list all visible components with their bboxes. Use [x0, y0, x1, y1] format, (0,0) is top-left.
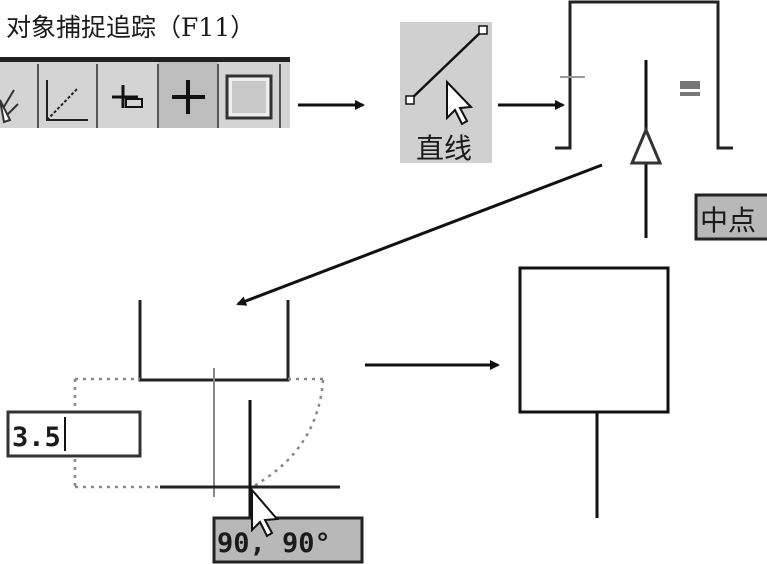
object-snap-button[interactable] [0, 89, 19, 124]
grid-display-icon [225, 74, 273, 120]
midpoint-snap-view: 中点 [555, 0, 767, 241]
line-icon [405, 25, 488, 105]
midpoint-marker-icon [629, 126, 663, 165]
cursor-icon [251, 487, 280, 538]
midpoint-tooltip-text: 中点 [700, 204, 756, 237]
cursor-icon [446, 79, 474, 126]
crosshair-icon [172, 80, 205, 114]
crosshair-button[interactable] [172, 80, 205, 114]
status-toolbar [0, 57, 290, 128]
angle-tooltip [212, 516, 364, 564]
object-snap-icon [0, 89, 19, 124]
snap-marker-icon [680, 81, 700, 96]
distance-input[interactable] [6, 410, 142, 458]
grid-display-button[interactable] [225, 74, 273, 120]
page-title: 对象捕捉追踪（F11） [6, 13, 255, 42]
result-view [518, 266, 670, 518]
arrow-3 [236, 163, 603, 306]
polar-tracking-icon [46, 80, 88, 121]
line-tool-button[interactable]: 直线 [400, 22, 492, 165]
tracking-view: 3.5 90, 90° [6, 300, 364, 564]
distance-input-value: 3.5 [12, 422, 61, 453]
angle-tooltip-text: 90, 90° [217, 528, 331, 559]
line-tool-label: 直线 [416, 132, 472, 165]
object-snap-tracking-button[interactable] [112, 85, 143, 108]
polar-tracking-button[interactable] [46, 80, 88, 121]
midpoint-tooltip [694, 193, 767, 241]
object-snap-tracking-icon [112, 85, 143, 108]
